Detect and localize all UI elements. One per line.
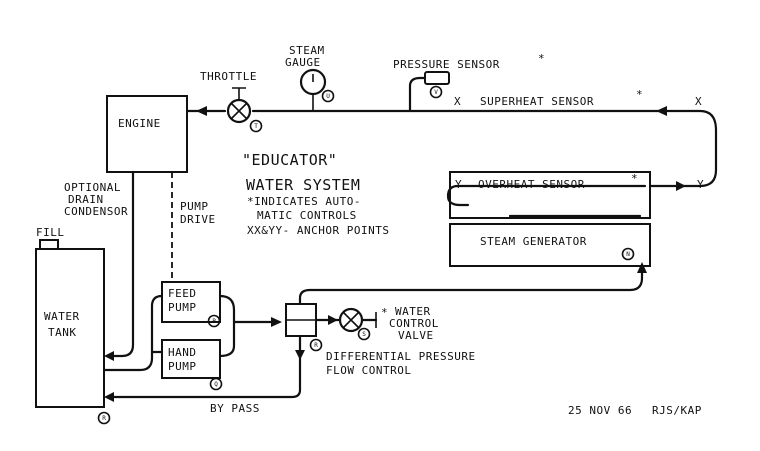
feed-pump-tag: P xyxy=(212,318,216,325)
suction-line xyxy=(102,294,164,372)
steam-generator-label: STEAM GENERATOR xyxy=(480,235,587,248)
hand-pump-tag: Q xyxy=(214,381,218,388)
water-valve-tag-circle xyxy=(357,327,371,341)
fill-cap xyxy=(39,239,59,250)
gauge-tag-circle xyxy=(321,89,335,103)
hand-pump-label-1: HAND xyxy=(168,346,197,359)
water-valve-cross xyxy=(342,311,377,329)
throttle-tag-circle xyxy=(249,119,263,133)
arrow-to-diff-control xyxy=(271,317,282,327)
anchor-x-right: X xyxy=(695,95,702,108)
tank-tag-circle xyxy=(97,411,111,425)
arrow-y-right xyxy=(676,181,686,191)
anchor-y-right: Y xyxy=(697,178,704,191)
feed-pump-box xyxy=(161,281,221,323)
throttle-tag: T xyxy=(254,123,258,130)
arrow-bypass-down xyxy=(295,350,305,360)
optional-label-1: OPTIONAL xyxy=(64,181,121,194)
anchor-x-left: X xyxy=(454,95,461,108)
engine-box xyxy=(106,95,188,173)
pressure-sensor-line xyxy=(408,76,427,113)
diagram-title-1: "EDUCATOR" xyxy=(242,151,337,169)
date-label: 25 NOV 66 xyxy=(568,404,632,417)
steam-gauge-label-1: STEAM xyxy=(289,44,325,57)
water-control-label-1: WATER xyxy=(395,305,431,318)
bypass-line xyxy=(106,334,302,399)
pump-drive-label-1: PUMP xyxy=(180,200,209,213)
arrow-to-engine xyxy=(196,106,207,116)
pump-discharge-line xyxy=(218,294,278,358)
diagram-title-2: WATER SYSTEM xyxy=(246,176,360,194)
superheat-sensor-label: SUPERHEAT SENSOR xyxy=(480,95,594,108)
steam-generator-box xyxy=(449,223,651,267)
superheat-sensor-star: * xyxy=(636,88,643,101)
drain-line xyxy=(106,170,135,358)
arrow-drain-to-tank xyxy=(104,351,114,361)
feed-pump-tag-circle xyxy=(207,314,221,328)
generator-tag-circle xyxy=(621,247,635,261)
generator-tag: N xyxy=(626,251,630,258)
pressure-tag-circle xyxy=(429,85,443,99)
throttle-valve-cross xyxy=(230,87,248,120)
water-control-label-3: VALVE xyxy=(398,329,434,342)
note-line-1: *INDICATES AUTO- xyxy=(247,195,361,208)
hand-pump-label-2: PUMP xyxy=(168,360,197,373)
generator-coil xyxy=(446,184,647,218)
arrow-to-water-valve xyxy=(328,315,338,325)
feed-pump-label-1: FEED xyxy=(168,287,197,300)
engine-label: ENGINE xyxy=(118,117,161,130)
throttle-label: THROTTLE xyxy=(200,70,257,83)
water-control-valve xyxy=(338,307,364,333)
pressure-sensor-body xyxy=(424,71,450,85)
water-tank-box xyxy=(35,248,105,408)
water-tank-label-2: TANK xyxy=(48,326,77,339)
gauge-tag: U xyxy=(326,93,330,100)
pump-drive-label-2: DRIVE xyxy=(180,213,216,226)
overheat-sensor-box xyxy=(449,171,651,219)
differential-label-1: DIFFERENTIAL PRESSURE xyxy=(326,350,476,363)
arrow-into-generator xyxy=(637,262,647,273)
pressure-tag: V xyxy=(434,89,438,96)
water-control-star: * xyxy=(381,306,388,319)
overheat-sensor-star: * xyxy=(631,172,638,185)
diff-control-tag: R xyxy=(314,342,318,349)
hand-pump-tag-circle xyxy=(209,377,223,391)
steam-gauge-label-2: GAUGE xyxy=(285,56,321,69)
water-control-label-2: CONTROL xyxy=(389,317,439,330)
diff-control-tag-circle xyxy=(309,338,323,352)
anchor-y-left: Y xyxy=(455,178,462,191)
optional-label-2: DRAIN xyxy=(68,193,104,206)
note-line-3: XX&YY- ANCHOR POINTS xyxy=(247,224,389,237)
bypass-label: BY PASS xyxy=(210,402,260,415)
pressure-sensor-label: PRESSURE SENSOR xyxy=(393,58,500,71)
overheat-sensor-label: OVERHEAT SENSOR xyxy=(478,178,585,191)
feed-line-to-generator xyxy=(298,264,644,306)
differential-label-2: FLOW CONTROL xyxy=(326,364,411,377)
water-tank-label-1: WATER xyxy=(44,310,80,323)
note-line-2: MATIC CONTROLS xyxy=(257,209,357,222)
fill-label: FILL xyxy=(36,226,65,239)
arrow-steam-left xyxy=(656,106,667,116)
hand-pump-box xyxy=(161,339,221,379)
water-valve-tag: S xyxy=(362,331,366,338)
tank-tag: R xyxy=(102,415,106,422)
arrow-bypass-to-tank xyxy=(104,392,114,402)
feed-pump-label-2: PUMP xyxy=(168,301,197,314)
optional-label-3: CONDENSOR xyxy=(64,205,128,218)
pressure-sensor-star: * xyxy=(538,52,545,65)
initials-label: RJS/KAP xyxy=(652,404,702,417)
